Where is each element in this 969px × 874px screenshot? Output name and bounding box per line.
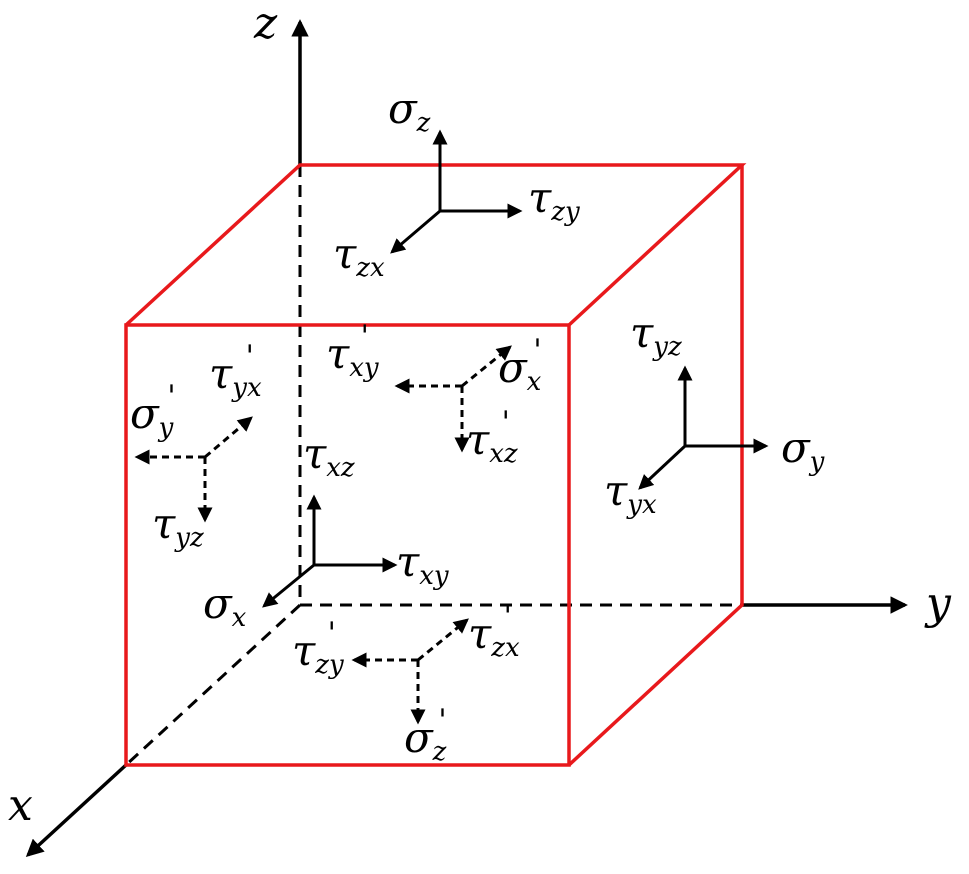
coordinate-axes	[25, 19, 908, 857]
hidden-x-edge	[124, 603, 302, 767]
stress-labels: σz τzy τzx τyz σy τyx τxz τxy σx τxy' σx…	[130, 84, 825, 767]
hidden-edges	[124, 165, 742, 767]
label-back-tau-y: τxy'	[326, 319, 379, 383]
axis-label-y: y	[924, 578, 952, 629]
label-left-tau-z: τyz	[152, 499, 204, 553]
arrow-left-tau-x	[204, 416, 253, 459]
label-front-tau-y: τxy	[396, 537, 449, 591]
label-back-tau-z: τxz'	[466, 405, 518, 469]
label-bottom-sigma: σz'	[404, 703, 447, 767]
dashed-stress-arrows	[134, 345, 512, 725]
axis-label-x: x	[8, 780, 33, 831]
label-right-sigma: σy	[781, 423, 825, 477]
cube-front-face	[124, 323, 571, 767]
cube-edges	[124, 163, 747, 767]
arrow-back-sigma	[461, 345, 512, 388]
label-back-sigma: σx'	[498, 333, 542, 397]
label-front-sigma: σx	[203, 579, 247, 633]
label-front-tau-z: τxz	[303, 429, 355, 483]
solid-stress-arrows	[262, 129, 769, 608]
label-left-sigma: σy'	[130, 379, 176, 443]
label-top-tau-y: τzy	[528, 173, 580, 227]
cube-top-face	[124, 163, 747, 327]
label-left-tau-x: τyx'	[209, 339, 262, 403]
cube-right-face	[567, 165, 744, 767]
label-right-tau-z: τyz	[630, 308, 682, 362]
label-right-tau-x: τyx	[604, 466, 657, 520]
arrow-front-sigma	[262, 563, 315, 608]
x-axis	[25, 763, 128, 857]
label-top-tau-x: τzx	[333, 229, 385, 283]
label-top-sigma: σz	[388, 84, 431, 138]
label-bottom-tau-y: τzy'	[292, 616, 344, 680]
arrow-right-tau-x	[638, 444, 687, 490]
axis-label-z: z	[253, 0, 278, 49]
label-bottom-tau-x: τzx'	[468, 599, 520, 663]
arrow-top-tau-x	[390, 209, 441, 254]
arrow-bottom-tau-x	[417, 618, 469, 662]
